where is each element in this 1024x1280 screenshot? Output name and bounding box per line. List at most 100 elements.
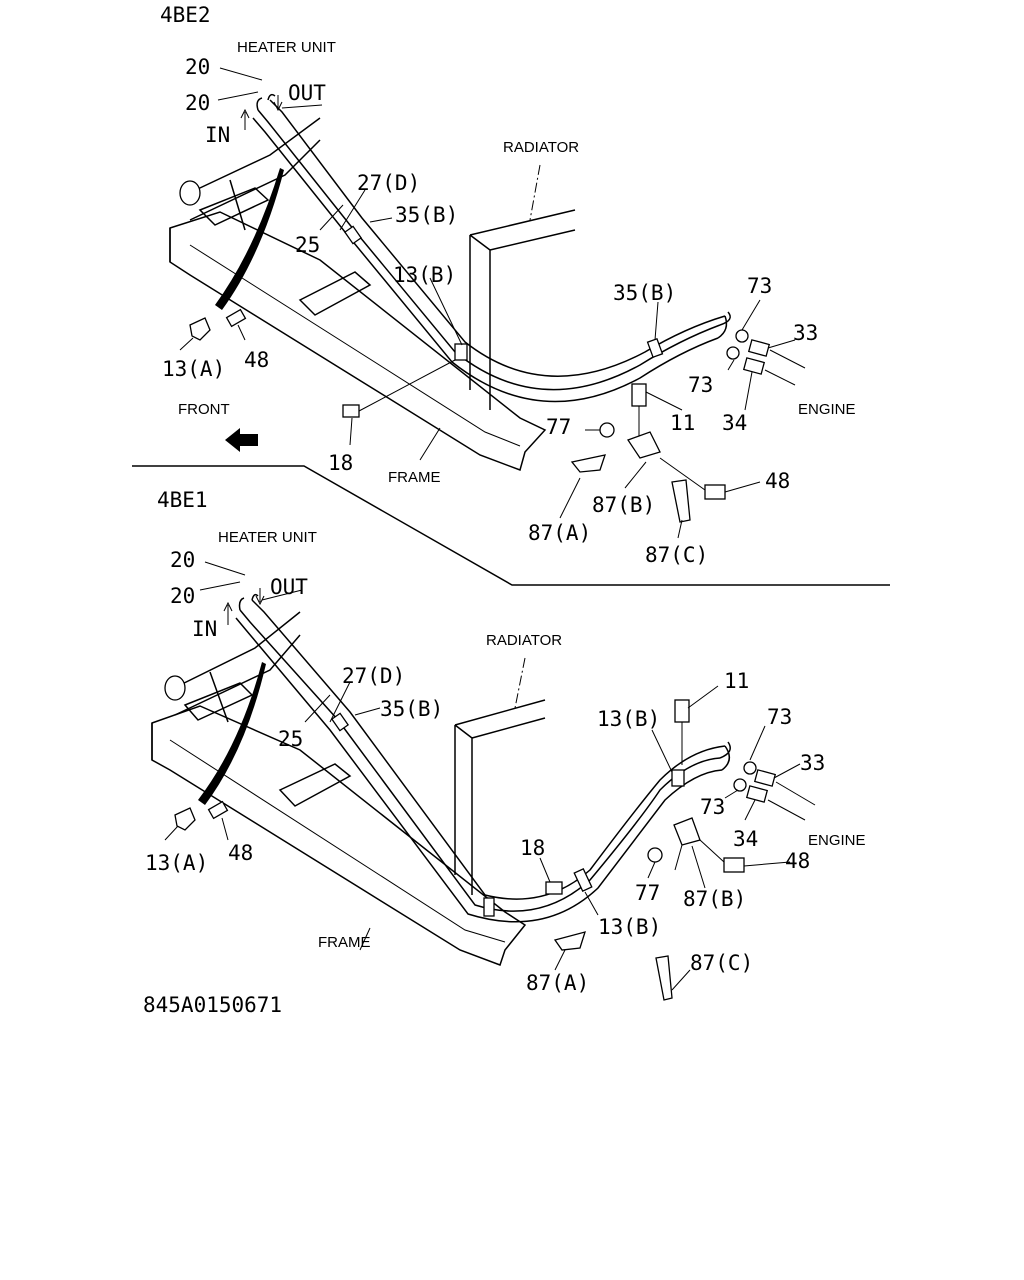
clip-13b-lower [573,867,593,893]
bolt-18 [342,404,360,418]
bolt-48-left [225,308,247,328]
heater-hoses [252,93,731,403]
frame-rail [151,611,527,966]
part-13a: 13(A) [145,851,208,875]
fitting-34 [742,357,766,375]
part-73-upper: 73 [747,274,772,298]
bolt-48-right [723,857,745,873]
front-label: FRONT [178,401,230,418]
bracket-87b [627,431,661,459]
part-27d: 27(D) [357,171,420,195]
shackle [179,180,201,206]
section-4be2: 4BE2 HEATER UNIT 20 20 OUT IN RADIATOR 2… [160,3,856,567]
section-divider [132,465,890,586]
part-87c: 87(C) [645,543,708,567]
part-34: 34 [733,827,758,851]
part-11: 11 [670,411,695,435]
leader-lines [179,67,796,539]
heater-unit-label: HEATER UNIT [237,39,336,56]
part-33: 33 [793,321,818,345]
variant-label: 4BE2 [160,3,211,27]
radiator-outline [454,657,546,895]
heater-unit-label: HEATER UNIT [218,529,317,546]
part-35b: 35(B) [380,697,443,721]
part-48-left: 48 [244,348,269,372]
frame-label: FRAME [318,934,371,951]
leaf-spring [215,168,284,310]
nut-77 [647,847,663,863]
engine-label: ENGINE [798,401,856,418]
part-20-lower: 20 [185,91,210,115]
bolt-18-line [358,359,456,412]
leader-lines [164,561,801,991]
part-48-right: 48 [785,849,810,873]
engine-label: ENGINE [808,832,866,849]
part-73-lower: 73 [688,373,713,397]
clip-35b [330,712,350,732]
part-11: 11 [724,669,749,693]
bolt-48-left [207,800,229,820]
out-label: OUT [270,575,308,599]
part-13b: 13(B) [393,263,456,287]
engine-arrow-out [769,349,806,369]
part-35b-upper: 35(B) [395,203,458,227]
clip-13a [189,317,211,341]
in-label: IN [192,617,217,641]
part-87b: 87(B) [683,887,746,911]
engine-arrow-in [767,799,806,821]
radiator-outline [469,164,576,410]
part-48-left: 48 [228,841,253,865]
clamp-73-upper [735,329,749,343]
engine-arrow-out [775,781,816,806]
fitting-33 [753,769,777,787]
shackle [164,675,186,701]
clip-35b-upper [343,225,363,245]
bolt-48-right [704,484,726,500]
bracket-87b [673,817,701,846]
clamp-73-lower [733,778,747,792]
part-20-upper: 20 [185,55,210,79]
leaf-spring [198,662,266,805]
bracket-87a [570,454,606,473]
clip-35b-lower [483,897,495,917]
bolt-11 [631,383,647,407]
diagram-code: 845A0150671 [143,993,282,1017]
part-13b-upper: 13(B) [597,707,660,731]
nut-77 [599,422,615,438]
bracket-87c [655,955,673,1001]
frame-rail [169,117,547,471]
clip-13b [454,343,468,361]
part-20-lower: 20 [170,584,195,608]
variant-label: 4BE1 [157,488,208,512]
part-33: 33 [800,751,825,775]
part-87b: 87(B) [592,493,655,517]
part-18: 18 [520,836,545,860]
bracket-87b-line [674,844,683,871]
bolt-11 [674,699,690,723]
part-34: 34 [722,411,747,435]
radiator-label: RADIATOR [503,139,579,156]
flow-arrows [240,95,283,130]
section-4be1: 4BE1 HEATER UNIT 20 20 OUT IN RADIATOR 2… [145,488,866,1001]
part-25: 25 [278,727,303,751]
bracket-87a [553,931,586,951]
out-label: OUT [288,81,326,105]
bracket-87c [671,479,691,523]
radiator-label: RADIATOR [486,632,562,649]
part-73-lower: 73 [700,795,725,819]
part-48-right: 48 [765,469,790,493]
flow-arrows [223,588,265,625]
front-arrow-icon [225,428,258,452]
part-13a: 13(A) [162,357,225,381]
fitting-34 [745,785,769,803]
clip-35b-lower [646,337,664,359]
in-label: IN [205,123,230,147]
part-87a: 87(A) [528,521,591,545]
part-18: 18 [328,451,353,475]
engine-arrow-in [764,369,796,386]
frame-label: FRAME [388,469,441,486]
part-35b-lower: 35(B) [613,281,676,305]
part-87a: 87(A) [526,971,589,995]
clip-13a [174,807,196,831]
